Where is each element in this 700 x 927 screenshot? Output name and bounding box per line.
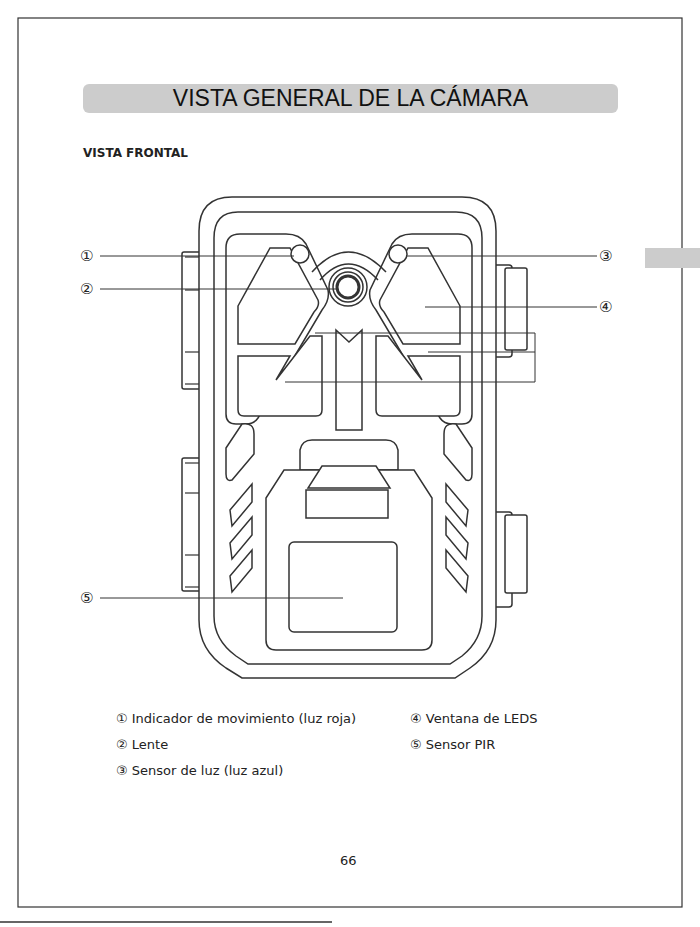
page-rule xyxy=(0,921,332,923)
part-name: ④ Ventana de LEDS xyxy=(410,711,537,727)
title: VISTA GENERAL DE LA CÁMARA xyxy=(83,84,618,113)
part-name: ② Lente xyxy=(116,737,168,753)
side-tab xyxy=(645,248,700,268)
callout-number: ② xyxy=(80,280,93,298)
part-name: ③ Sensor de luz (luz azul) xyxy=(116,763,283,779)
leader-lines xyxy=(100,256,597,598)
callout-number: ① xyxy=(80,247,93,265)
callout-number: ③ xyxy=(599,247,612,265)
part-name: ① Indicador de movimiento (luz roja) xyxy=(116,711,356,727)
part-name: ⑤ Sensor PIR xyxy=(410,737,495,753)
callout-number: ⑤ xyxy=(80,589,93,607)
page-number: 66 xyxy=(340,853,357,869)
page-frame xyxy=(18,18,682,907)
view-heading: VISTA FRONTAL xyxy=(83,146,188,160)
title-bar xyxy=(83,84,618,113)
callout-number: ④ xyxy=(599,298,612,316)
camera-body xyxy=(182,197,527,678)
